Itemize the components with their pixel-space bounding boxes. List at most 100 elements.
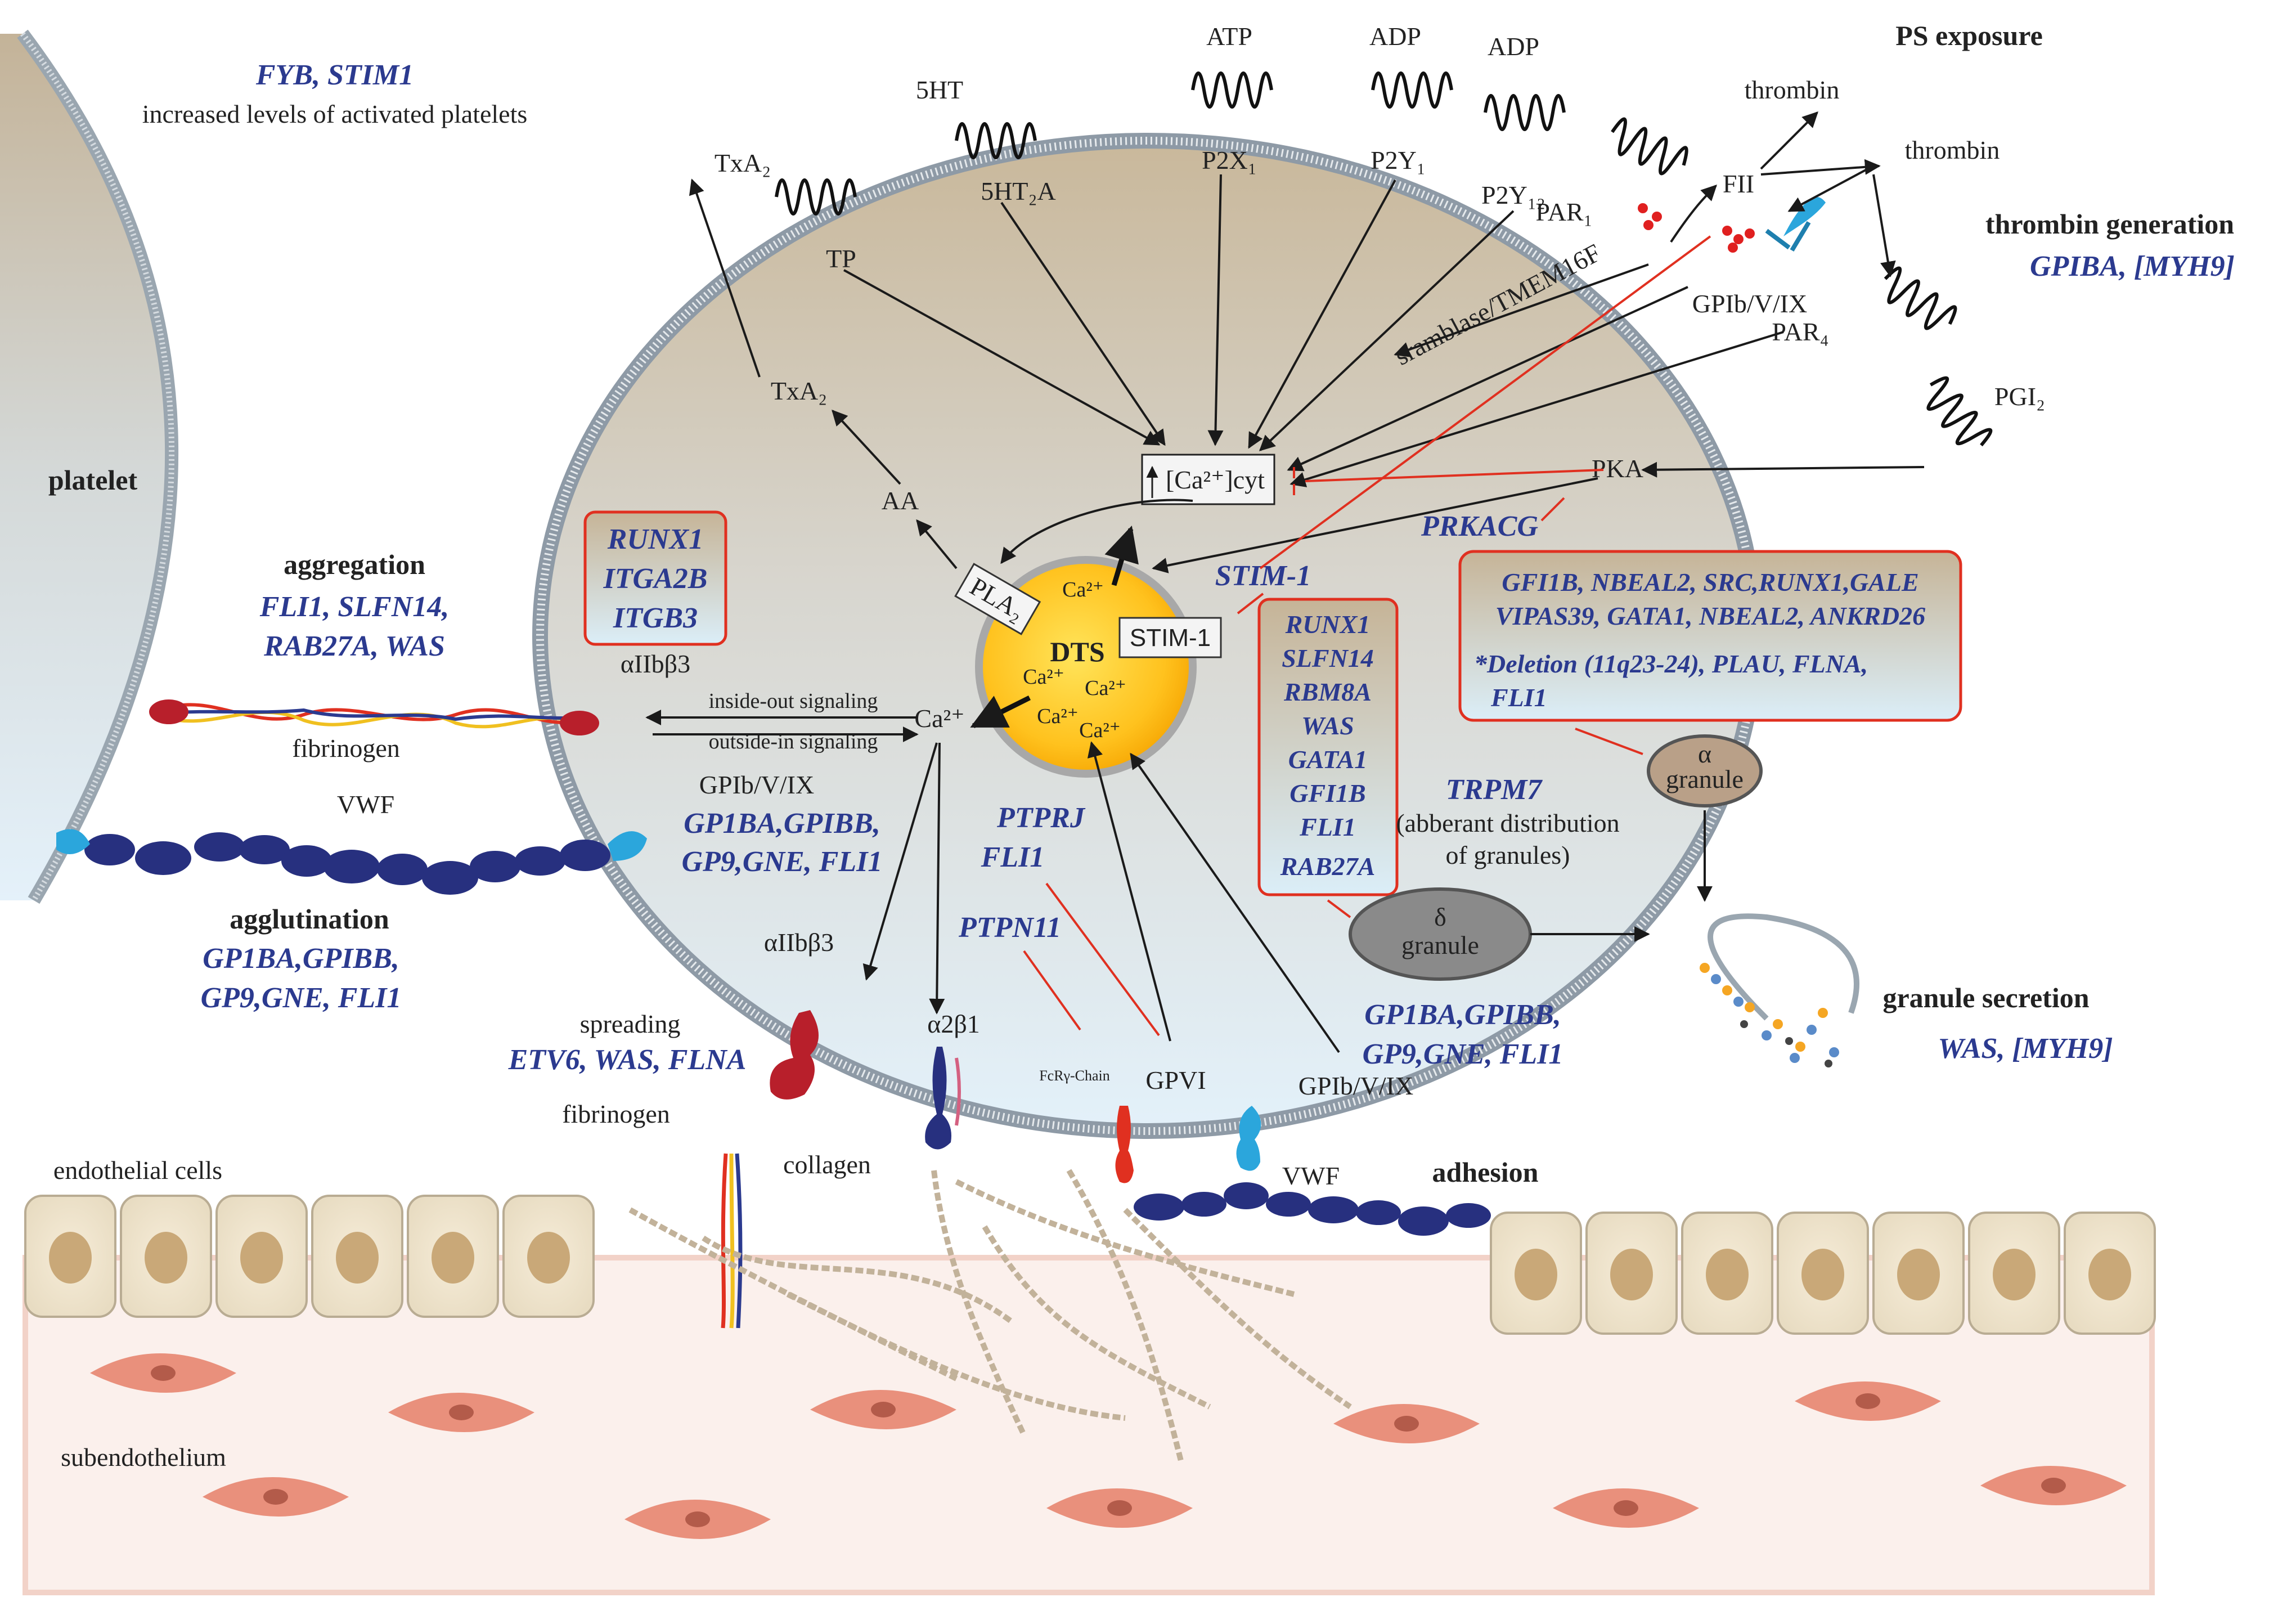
label-pka: PKA <box>1592 454 1643 483</box>
label-gpvi: GPVI <box>1145 1066 1206 1094</box>
receptor-gpvi <box>1115 1106 1134 1183</box>
svg-text:RBM8A: RBM8A <box>1283 678 1372 706</box>
granule-secretion-vesicle <box>1700 913 1859 1067</box>
label-gpib-top: GPIb/V/IX <box>1692 289 1807 318</box>
label-prkacg: PRKACG <box>1421 510 1538 542</box>
svg-text:GFI1B: GFI1B <box>1289 779 1365 808</box>
label-adp2: ADP <box>1488 32 1539 61</box>
label-ca-cyt: [Ca²⁺]cyt <box>1166 465 1265 494</box>
ca-ion-4: Ca²⁺ <box>1037 705 1079 728</box>
label-activated-platelets: increased levels of activated platelets <box>142 100 528 128</box>
label-fcr: FcRγ-Chain <box>1039 1067 1110 1084</box>
ca-ion-3: Ca²⁺ <box>1085 676 1126 700</box>
svg-text:α: α <box>1698 739 1711 768</box>
label-p2y1: P2Y₁ <box>1371 146 1426 174</box>
label-trpm7: TRPM7 <box>1446 774 1543 806</box>
receptor-tp <box>775 178 857 216</box>
ca-ion-5: Ca²⁺ <box>1079 719 1121 742</box>
label-abberant-2: of granules) <box>1446 841 1570 869</box>
label-gpib-bottom-genes-2: GP9,GNE, FLI1 <box>1363 1038 1563 1070</box>
svg-text:SLFN14: SLFN14 <box>1282 644 1374 672</box>
label-thrombin-1: thrombin <box>1745 75 1840 104</box>
ca-ion-2: Ca²⁺ <box>1023 665 1064 689</box>
signaling-arrows <box>645 111 1925 1053</box>
label-aggregation-genes-2: RAB27A, WAS <box>263 630 445 662</box>
label-agglutination-genes-2: GP9,GNE, FLI1 <box>201 982 402 1014</box>
delta-granule-genes-box: RUNX1 SLFN14 RBM8A WAS GATA1 GFI1B FLI1 … <box>1257 598 1399 896</box>
label-thrombin-generation: thrombin generation <box>1985 208 2234 240</box>
vwf-receptor-left <box>56 829 90 854</box>
label-spreading: spreading <box>580 1010 681 1038</box>
label-5ht: 5HT <box>916 75 963 104</box>
label-aggregation-genes-1: FLI1, SLFN14, <box>259 591 450 623</box>
label-vwf-left: VWF <box>337 790 394 819</box>
inhibition-lines <box>1023 235 1711 1037</box>
svg-text:ITGA2B: ITGA2B <box>603 563 708 595</box>
label-ptpn11: PTPN11 <box>958 912 1061 944</box>
label-aiib3-mid: αIIbβ3 <box>621 649 690 678</box>
label-platelet: platelet <box>48 464 138 496</box>
label-fibrinogen-left: fibrinogen <box>292 734 400 762</box>
receptor-gpib-bottom <box>1236 1106 1261 1171</box>
gpib-receptor-top <box>1765 197 1826 252</box>
label-collagen: collagen <box>783 1150 871 1179</box>
receptor-p2y1 <box>1371 71 1453 109</box>
label-tp: TP <box>826 244 856 273</box>
label-agglutination: agglutination <box>230 903 389 935</box>
svg-text:*Deletion (11q23-24), PLAU, FL: *Deletion (11q23-24), PLAU, FLNA, <box>1474 649 1868 678</box>
svg-text:δ: δ <box>1434 903 1446 931</box>
receptor-pgi2 <box>1926 376 1993 447</box>
svg-text:GFI1B, NBEAL2, SRC,RUNX1,GALE: GFI1B, NBEAL2, SRC,RUNX1,GALE <box>1502 568 1918 596</box>
label-granule-secretion: granule secretion <box>1882 982 2089 1013</box>
alpha-granule: α granule <box>1647 734 1763 808</box>
collagen-fibers <box>628 1169 1352 1464</box>
label-a2b1: α2β1 <box>927 1010 980 1038</box>
label-txa2-top: TxA₂ <box>715 149 771 177</box>
label-txa2-mid: TxA₂ <box>771 376 827 405</box>
label-pgi2: PGI₂ <box>1994 382 2045 411</box>
svg-text:FLI1: FLI1 <box>1490 683 1547 712</box>
label-adp1: ADP <box>1369 22 1421 51</box>
vwf-chain-left <box>84 832 610 895</box>
label-endothelial: endothelial cells <box>53 1156 222 1185</box>
label-thrombin-generation-genes: GPIBA, [MYH9] <box>2030 250 2235 282</box>
label-aa: AA <box>882 486 919 515</box>
label-subendothelium: subendothelium <box>61 1443 226 1472</box>
receptor-par4 <box>1884 266 1957 330</box>
label-dts: DTS <box>1050 636 1104 667</box>
label-inside-out: inside-out signaling <box>709 689 878 713</box>
endothelial-cells-right <box>1490 1212 2156 1335</box>
label-p2y12: P2Y₁₂ <box>1481 181 1545 209</box>
label-fli1-mid: FLI1 <box>981 841 1045 873</box>
label-par1: PAR₁ <box>1535 198 1592 226</box>
label-p2x1: P2X₁ <box>1202 146 1257 174</box>
label-abberant-1: (abberant distribution <box>1396 809 1619 837</box>
svg-text:VIPAS39, GATA1, NBEAL2, ANKRD2: VIPAS39, GATA1, NBEAL2, ANKRD26 <box>1495 602 1925 630</box>
label-spreading-genes: ETV6, WAS, FLNA <box>508 1044 747 1076</box>
label-atp: ATP <box>1206 22 1252 51</box>
label-thrombin-2: thrombin <box>1905 136 2000 164</box>
label-fyb-stim1: FYB, STIM1 <box>255 59 414 91</box>
label-gpib-bottom-genes-1: GP1BA,GPIBB, <box>1364 999 1561 1031</box>
integrin-a2b1 <box>925 1047 961 1150</box>
label-agglutination-genes-1: GP1BA,GPIBB, <box>203 943 399 975</box>
label-ptprj: PTPRJ <box>996 802 1086 834</box>
label-ps-exposure: PS exposure <box>1895 20 2043 51</box>
svg-text:WAS: WAS <box>1301 711 1354 740</box>
vwf-chain-bottom <box>1134 1182 1491 1236</box>
receptor-p2x1 <box>1191 71 1273 109</box>
label-ca-signal: Ca²⁺ <box>914 704 964 733</box>
label-granule-secretion-genes: WAS, [MYH9] <box>1938 1033 2113 1065</box>
ca-cyt-box: [Ca²⁺]cyt <box>1141 454 1275 505</box>
label-adhesion: adhesion <box>1432 1156 1539 1188</box>
label-5ht2a: 5HT₂A <box>981 177 1056 205</box>
stim1-box: STIM-1 <box>1118 617 1222 658</box>
label-par4: PAR₄ <box>1772 317 1828 346</box>
vwf-receptor-right <box>608 831 647 861</box>
label-fii: FII <box>1723 169 1754 198</box>
label-vwf-bottom: VWF <box>1282 1161 1340 1190</box>
svg-text:granule: granule <box>1666 765 1744 793</box>
svg-text:FLI1: FLI1 <box>1299 813 1356 841</box>
ca-ion-1: Ca²⁺ <box>1062 578 1104 602</box>
